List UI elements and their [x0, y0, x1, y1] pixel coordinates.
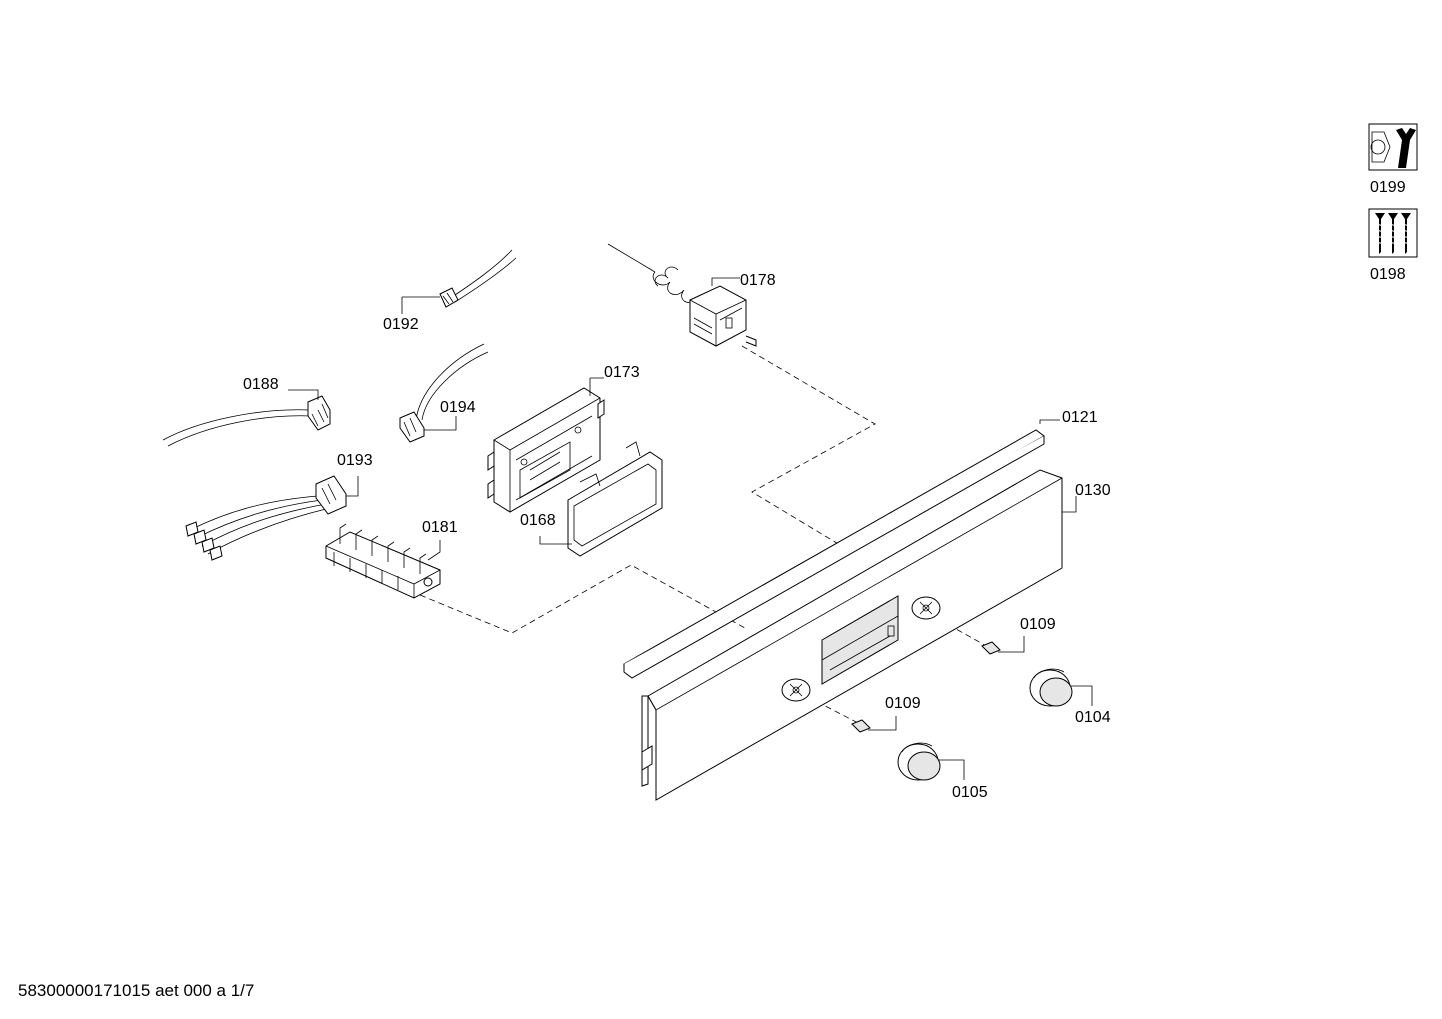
part-0109-clip-upper[interactable]: 0109	[981, 616, 1056, 655]
part-label-0109-upper: 0109	[1020, 616, 1056, 633]
part-label-0188: 0188	[243, 376, 279, 393]
screws-icon	[1368, 208, 1418, 258]
part-label-0105: 0105	[952, 784, 988, 801]
part-label-0198: 0198	[1370, 266, 1406, 283]
kit-screws[interactable]: 0198	[1368, 208, 1418, 283]
part-label-0168: 0168	[520, 512, 556, 529]
document-id: 58300000171015 aet 000 a 1/7	[18, 981, 255, 1000]
kit-hardware[interactable]: 0199	[1368, 123, 1418, 196]
part-label-0194: 0194	[440, 399, 476, 416]
part-label-0109-lower: 0109	[885, 695, 921, 712]
part-label-0173: 0173	[604, 364, 640, 381]
wrench-nut-icon	[1368, 123, 1418, 171]
part-label-0121: 0121	[1062, 409, 1098, 426]
part-0192-cable-connector[interactable]: 0192	[383, 249, 517, 333]
part-0188-cable-connector[interactable]: 0188	[162, 376, 331, 447]
part-0121-trim-strip[interactable]: 0121	[623, 409, 1098, 679]
part-label-0193: 0193	[337, 452, 373, 469]
part-0130-control-panel[interactable]: 0130	[641, 469, 1111, 801]
part-0173-control-module[interactable]: 0173	[487, 364, 640, 513]
part-0104-knob[interactable]: 0104	[1029, 668, 1111, 726]
part-0181-switch-block[interactable]: 0181	[325, 519, 458, 599]
part-label-0181: 0181	[422, 519, 458, 536]
part-label-0192: 0192	[383, 316, 419, 333]
part-0109-clip-lower[interactable]: 0109	[851, 695, 921, 733]
part-0105-knob[interactable]: 0105	[897, 742, 988, 801]
part-label-0178: 0178	[740, 272, 776, 289]
part-label-0130: 0130	[1075, 482, 1111, 499]
part-0194-cable-connector[interactable]: 0194	[399, 343, 489, 443]
part-0193-wire-harness[interactable]: 0193	[185, 452, 373, 561]
part-label-0199: 0199	[1370, 179, 1406, 196]
part-label-0104: 0104	[1075, 709, 1111, 726]
part-0178-thermostat[interactable]: 0178	[607, 243, 776, 347]
part-0168-display-frame[interactable]: 0168	[520, 441, 663, 557]
